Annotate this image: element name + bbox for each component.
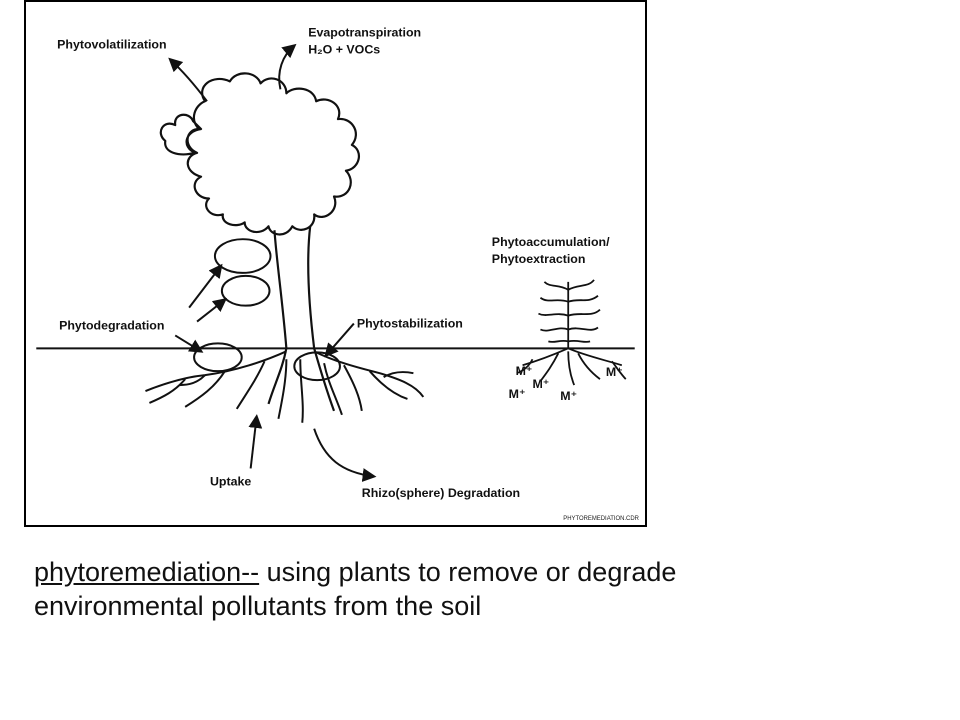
label-h2o-vocs: H₂O + VOCs (308, 43, 380, 57)
small-plant (516, 279, 627, 386)
diagram-canvas: Phytovolatilization Evapotranspiration H… (36, 26, 640, 522)
label-uptake: Uptake (210, 474, 251, 488)
arrow-evapotranspiration (278, 43, 297, 90)
phytoremediation-diagram: Phytovolatilization Evapotranspiration H… (24, 0, 647, 527)
zone-ellipses (193, 238, 341, 382)
label-phytoextraction: Phytoextraction (492, 252, 586, 266)
label-rhizo-degradation: Rhizo(sphere) Degradation (362, 486, 520, 500)
arrow-degradation-trunk (196, 298, 228, 323)
metal-ion-label: M⁺ (509, 387, 526, 401)
ellipse-trunk-degradation (220, 274, 271, 307)
tree-trunk (267, 226, 336, 412)
caption-line-2: environmental pollutants from the soil (34, 591, 482, 621)
label-phytovolatilization: Phytovolatilization (57, 38, 166, 52)
metal-ion-label: M⁺ (606, 365, 623, 379)
arrow-phytovolatilization (168, 57, 208, 102)
arrow-rhizo (313, 428, 377, 482)
caption-line-1: phytoremediation-- using plants to remov… (34, 555, 934, 589)
arrow-degradation-root (174, 334, 204, 353)
arrow-uptake (248, 414, 263, 469)
label-phytostabilization: Phytostabilization (357, 317, 463, 331)
ellipse-canopy-degradation (213, 238, 272, 274)
caption-term: phytoremediation-- (34, 557, 260, 587)
diagram-credit: PHYTOREMEDIATION.CDR (563, 516, 639, 522)
tree-roots (145, 350, 425, 423)
ellipse-stabilization (293, 351, 341, 382)
caption: phytoremediation-- using plants to remov… (34, 555, 934, 623)
ellipse-root-degradation (193, 342, 243, 373)
label-evapotranspiration: Evapotranspiration (308, 26, 421, 40)
caption-definition-start: using plants to remove or degrade (259, 557, 677, 587)
metal-ion-label: M⁺ (560, 389, 577, 403)
arrow-degradation-canopy (188, 263, 223, 309)
metal-ion-label: M⁺ (532, 377, 549, 391)
tree-canopy (159, 72, 360, 236)
arrows (168, 43, 377, 482)
arrow-stabilization (324, 322, 355, 358)
label-phytoaccumulation: Phytoaccumulation/ (492, 235, 610, 249)
metal-ion-label: M⁺ (516, 364, 533, 378)
label-phytodegradation: Phytodegradation (59, 318, 164, 332)
